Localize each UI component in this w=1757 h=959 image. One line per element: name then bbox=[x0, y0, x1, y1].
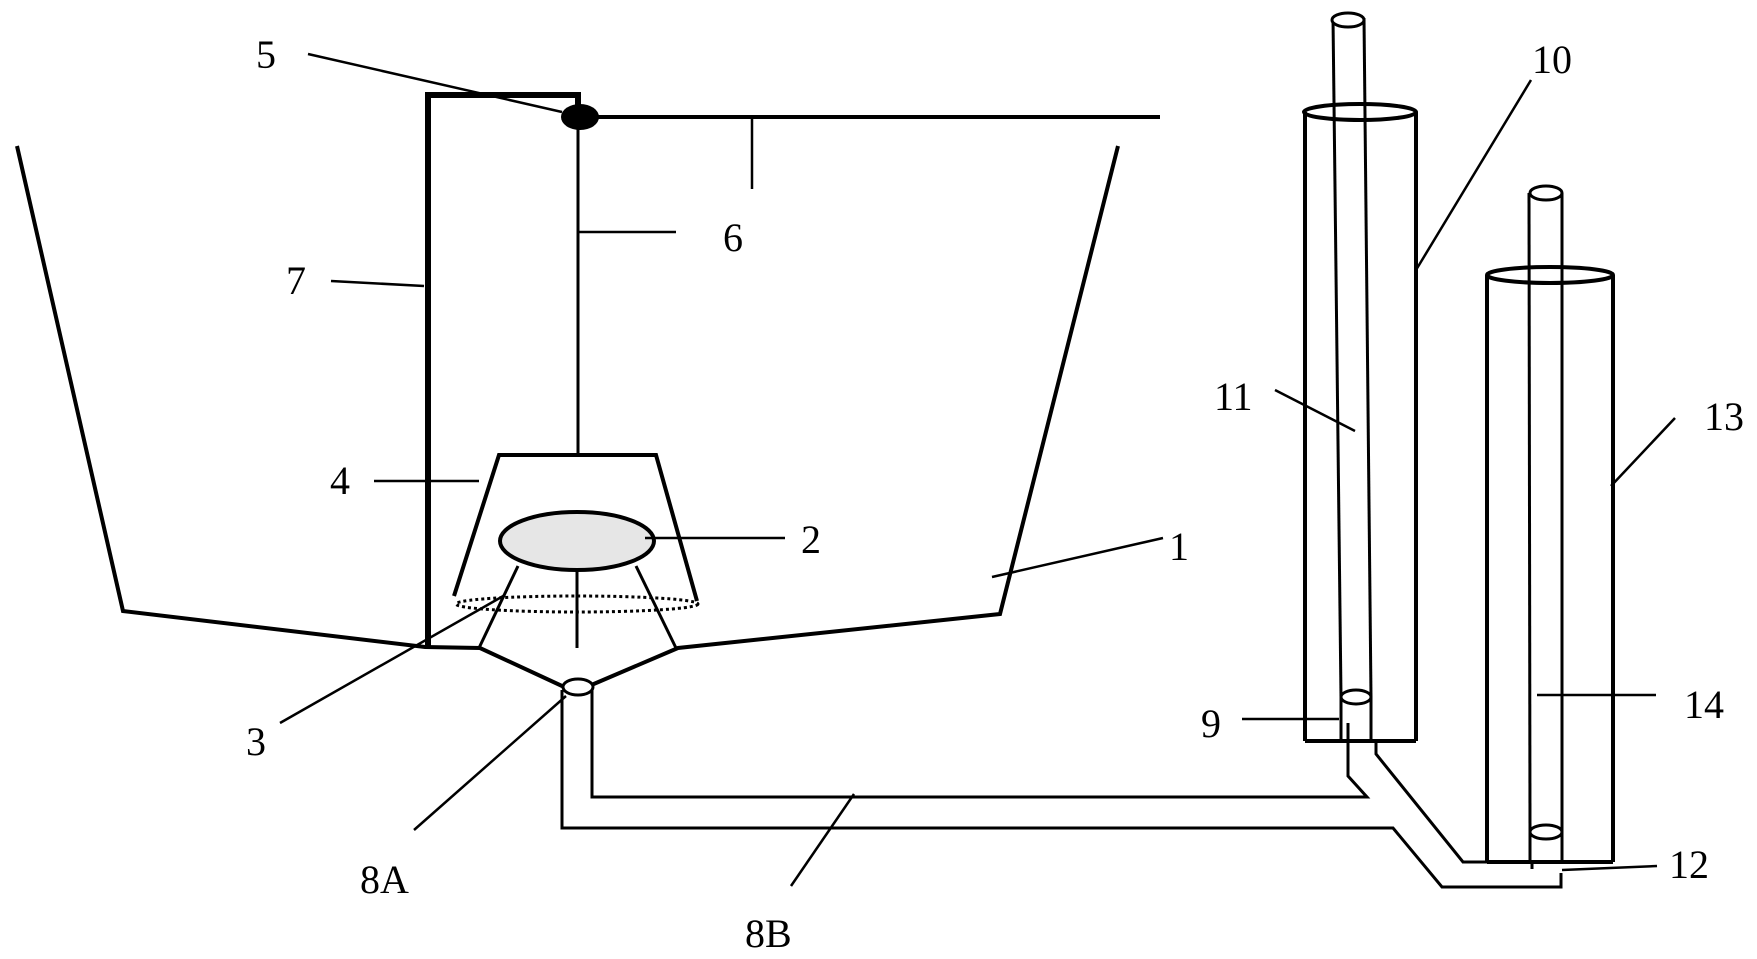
leader-3 bbox=[279, 593, 506, 725]
support-frame bbox=[425, 92, 581, 646]
label-3: 3 bbox=[246, 719, 266, 764]
pivot-joint bbox=[561, 104, 599, 130]
pipe-8b-outer bbox=[560, 690, 1563, 889]
label-4: 4 bbox=[330, 458, 350, 503]
leader-7 bbox=[330, 279, 425, 288]
label-14: 14 bbox=[1684, 682, 1724, 727]
label-13: 13 bbox=[1704, 394, 1744, 439]
label-11: 11 bbox=[1214, 374, 1253, 419]
label-6: 6 bbox=[723, 215, 743, 260]
tube-11-right-wall bbox=[1362, 17, 1373, 698]
leader-1 bbox=[991, 536, 1164, 579]
tube-11-bottom-9 bbox=[1339, 688, 1373, 706]
hood bbox=[452, 453, 699, 602]
label-9: 9 bbox=[1201, 701, 1221, 746]
label-5: 5 bbox=[256, 32, 276, 77]
column-13-top-rim bbox=[1485, 265, 1615, 285]
label-2: 2 bbox=[801, 517, 821, 562]
leader-12 bbox=[1561, 864, 1658, 872]
support-leg-left bbox=[477, 565, 520, 649]
tube-14-top bbox=[1528, 184, 1564, 202]
leader-13 bbox=[1610, 417, 1676, 487]
leader-5 bbox=[307, 52, 563, 114]
tube-11-left-wall bbox=[1331, 17, 1343, 698]
pipe-8b-inner bbox=[590, 690, 1371, 799]
support-leg-right bbox=[634, 565, 678, 649]
leader-10 bbox=[1414, 79, 1533, 271]
outlet-8a bbox=[561, 677, 595, 697]
vessel-outline bbox=[15, 145, 1120, 695]
label-8b: 8B bbox=[745, 911, 792, 956]
label-12: 12 bbox=[1669, 842, 1709, 887]
leader-8b bbox=[789, 793, 856, 887]
pipe-connector-inner bbox=[1374, 741, 1534, 869]
leader-8a bbox=[413, 695, 567, 831]
label-8a: 8A bbox=[360, 857, 409, 902]
tube-14-left-wall bbox=[1527, 192, 1532, 833]
tube-14-bottom bbox=[1528, 823, 1564, 841]
tube-11-top bbox=[1330, 11, 1366, 29]
element-2-ellipse bbox=[498, 510, 656, 572]
label-10: 10 bbox=[1532, 37, 1572, 82]
label-7: 7 bbox=[286, 258, 306, 303]
leader-11 bbox=[1274, 388, 1356, 433]
column-10-top-rim bbox=[1302, 102, 1418, 122]
label-1: 1 bbox=[1169, 524, 1189, 569]
